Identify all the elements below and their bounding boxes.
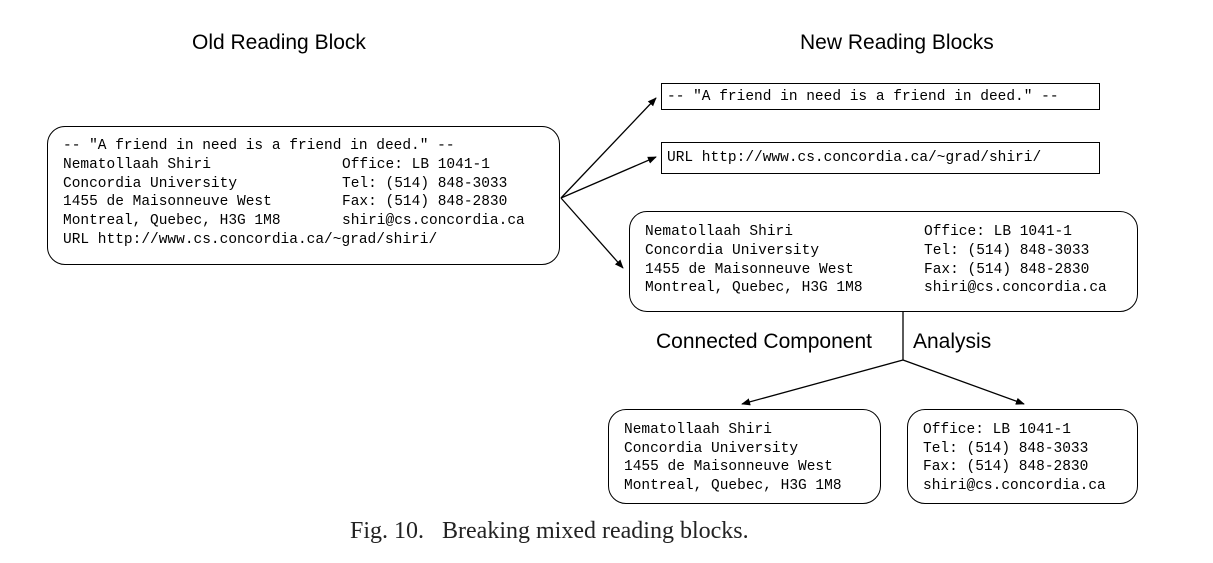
split-left-city: Montreal, Quebec, H3G 1M8 [624, 478, 842, 494]
old-block-name: Nematollaah Shiri [63, 157, 211, 173]
arrow-to-address-block [560, 197, 624, 269]
new-address-name: Nematollaah Shiri [645, 224, 793, 240]
old-block-email: shiri@cs.concordia.ca [342, 213, 525, 229]
new-url-block: URL http://www.cs.concordia.ca/~grad/shi… [661, 142, 1100, 174]
new-url-text: URL http://www.cs.concordia.ca/~grad/shi… [667, 150, 1042, 166]
old-block-fax: Fax: (514) 848-2830 [342, 194, 508, 210]
split-left-block: Nematollaah Shiri Concordia University 1… [608, 409, 881, 504]
old-block-university: Concordia University [63, 176, 238, 192]
new-address-university: Concordia University [645, 243, 820, 259]
new-address-block: Nematollaah Shiri Concordia University 1… [629, 211, 1138, 312]
new-address-street: 1455 de Maisonneuve West [645, 262, 854, 278]
old-block-city: Montreal, Quebec, H3G 1M8 [63, 213, 281, 229]
old-reading-block-heading: Old Reading Block [192, 31, 366, 54]
arrow-to-split-left [741, 359, 904, 406]
split-right-email: shiri@cs.concordia.ca [923, 478, 1106, 494]
old-reading-block: -- "A friend in need is a friend in deed… [47, 126, 560, 265]
new-reading-blocks-heading: New Reading Blocks [800, 31, 994, 54]
split-right-fax: Fax: (514) 848-2830 [923, 459, 1089, 475]
new-quote-block: -- "A friend in need is a friend in deed… [661, 83, 1100, 110]
new-quote-text: -- "A friend in need is a friend in deed… [667, 89, 1059, 105]
new-address-fax: Fax: (514) 848-2830 [924, 262, 1090, 278]
split-left-name: Nematollaah Shiri [624, 422, 772, 438]
split-left-street: 1455 de Maisonneuve West [624, 459, 833, 475]
old-block-url: URL http://www.cs.concordia.ca/~grad/shi… [63, 232, 438, 248]
arrow-to-quote-block [560, 97, 657, 199]
split-left-university: Concordia University [624, 441, 799, 457]
new-address-tel: Tel: (514) 848-3033 [924, 243, 1090, 259]
split-right-tel: Tel: (514) 848-3033 [923, 441, 1089, 457]
old-block-office: Office: LB 1041-1 [342, 157, 490, 173]
arrow-to-url-block [560, 156, 657, 199]
cca-label-left: Connected Component [656, 330, 872, 353]
old-block-quote: -- "A friend in need is a friend in deed… [63, 138, 455, 154]
old-block-tel: Tel: (514) 848-3033 [342, 176, 508, 192]
new-address-email: shiri@cs.concordia.ca [924, 280, 1107, 296]
new-address-city: Montreal, Quebec, H3G 1M8 [645, 280, 863, 296]
new-address-office: Office: LB 1041-1 [924, 224, 1072, 240]
arrow-to-split-right [902, 359, 1025, 405]
old-block-street: 1455 de Maisonneuve West [63, 194, 272, 210]
split-right-block: Office: LB 1041-1 Tel: (514) 848-3033 Fa… [907, 409, 1138, 504]
figure-caption: Fig. 10. Breaking mixed reading blocks. [350, 518, 749, 544]
split-right-office: Office: LB 1041-1 [923, 422, 1071, 438]
cca-label-right: Analysis [913, 330, 992, 353]
